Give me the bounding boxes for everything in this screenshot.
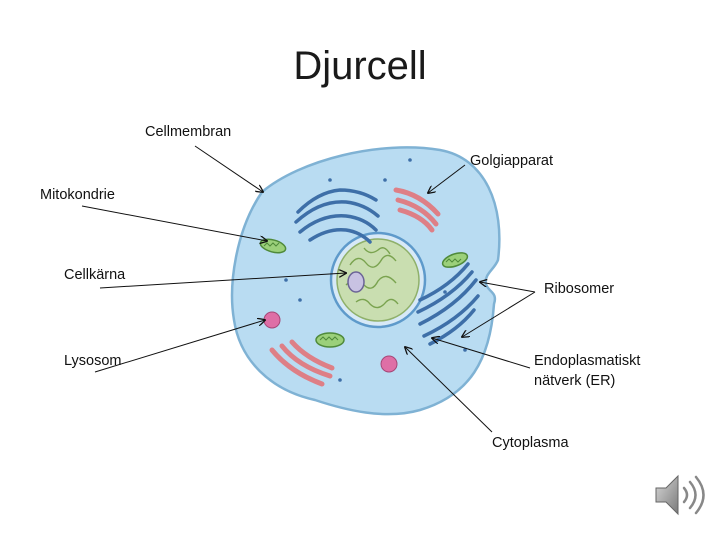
- label-lysosom: Lysosom: [64, 353, 122, 369]
- lysosome-1: [263, 311, 281, 329]
- label-cytoplasma: Cytoplasma: [492, 435, 569, 451]
- label-ribosomer: Ribosomer: [544, 281, 615, 297]
- label-er-line2: nätverk (ER): [534, 373, 616, 389]
- mitochondrion-2: [441, 252, 469, 268]
- cell-nucleus: [329, 231, 427, 329]
- speaker-icon[interactable]: [650, 470, 706, 520]
- lysosome-2: [380, 355, 398, 373]
- slide-title: Djurcell: [293, 44, 427, 88]
- label-cellkarna: Cellkärna: [64, 267, 126, 283]
- golgi-apparatus: [393, 187, 441, 233]
- label-mitokondrie: Mitokondrie: [40, 187, 115, 203]
- label-cellmembran: Cellmembran: [145, 124, 232, 140]
- golgi-lower: [269, 339, 335, 387]
- label-er-line1: Endoplasmatiskt: [534, 353, 641, 369]
- mitochondrion-3: [315, 332, 345, 348]
- ribosomes: [284, 158, 467, 382]
- leader-lines: [81, 145, 536, 433]
- label-golgiapparat: Golgiapparat: [470, 153, 554, 169]
- rough-er-upper: [294, 188, 380, 244]
